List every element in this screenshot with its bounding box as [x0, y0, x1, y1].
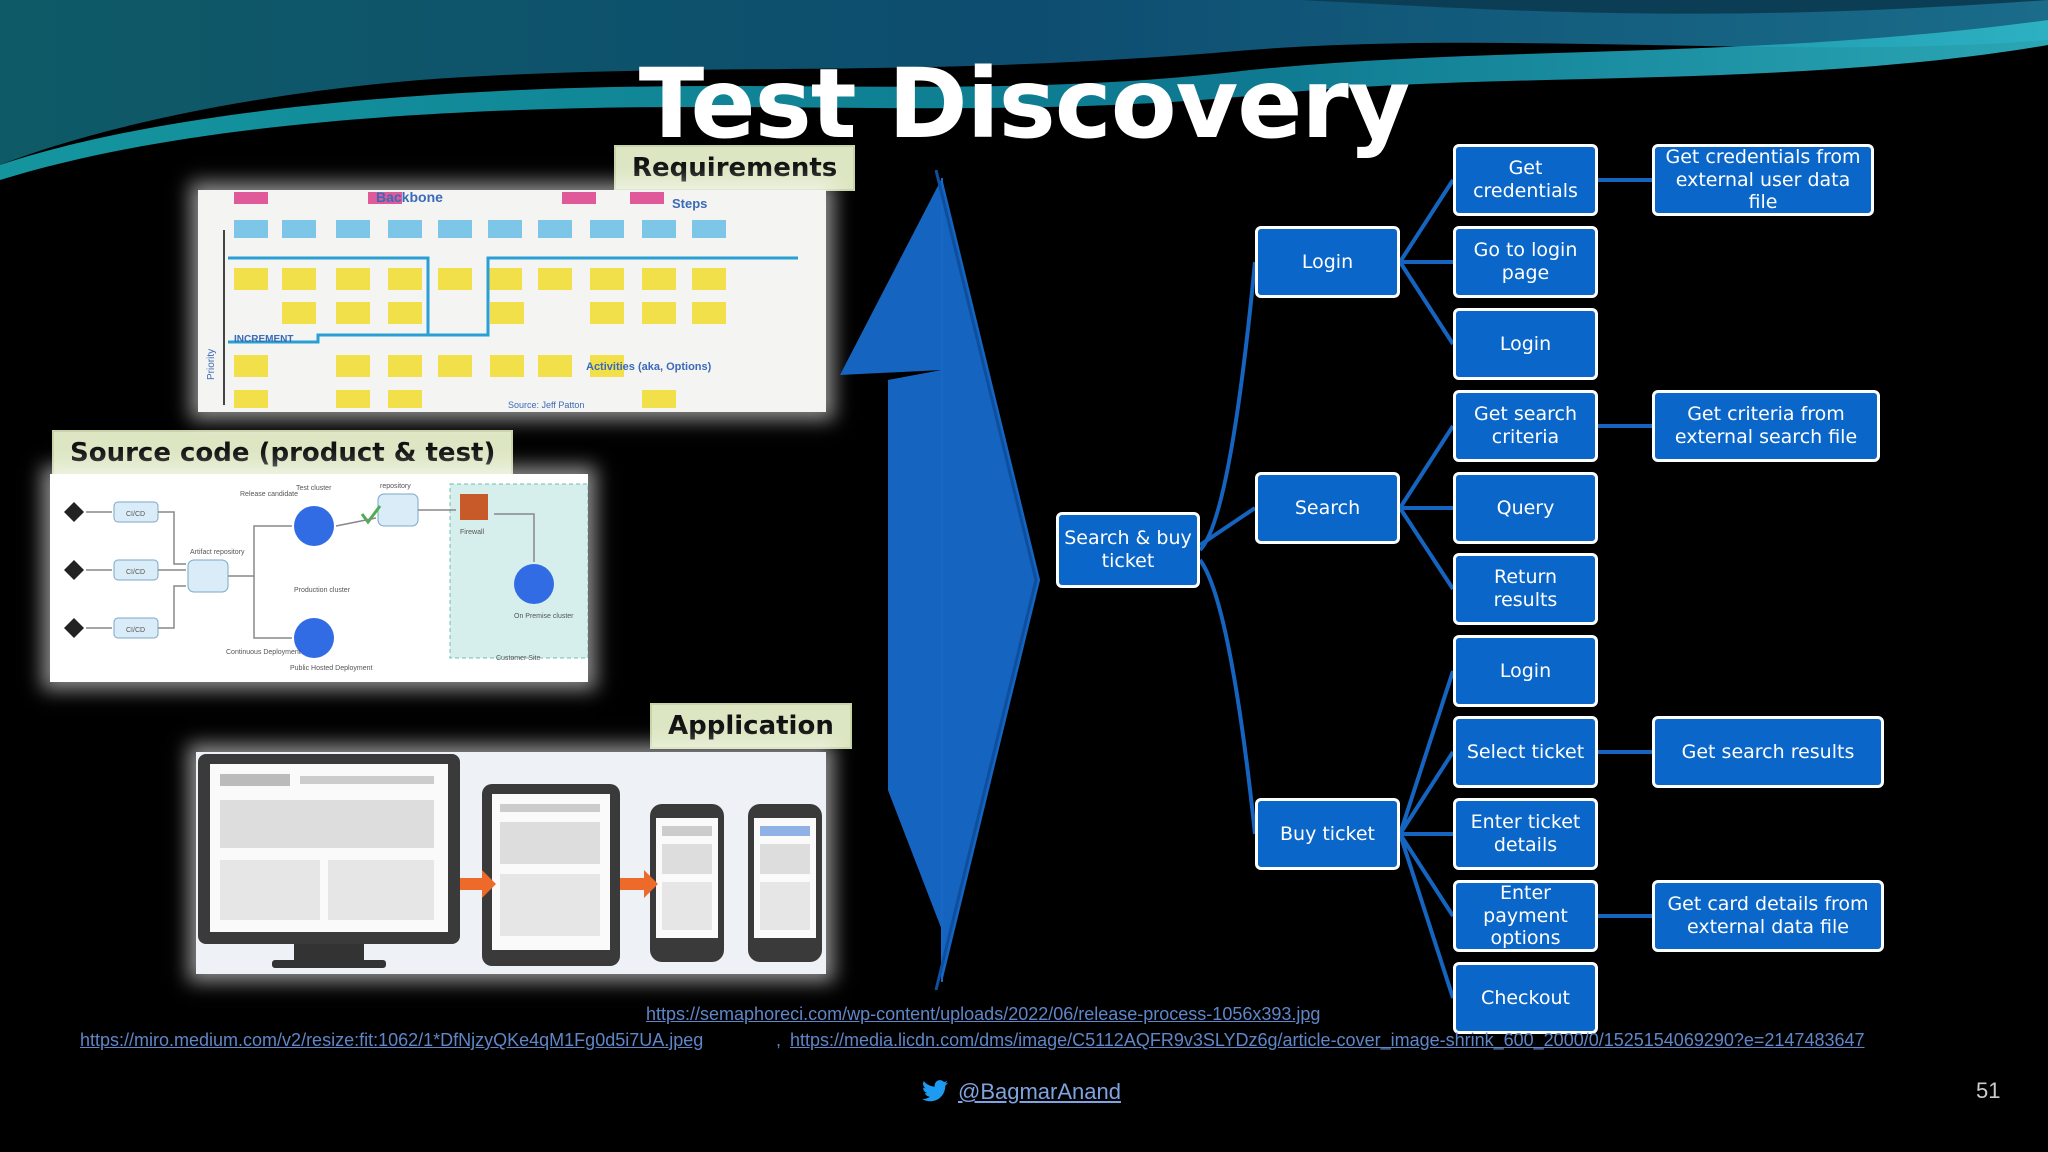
tree-node-query: Query: [1453, 472, 1598, 544]
source-link-miro[interactable]: https://miro.medium.com/v2/resize:fit:10…: [80, 1030, 704, 1050]
release-process-image: CI/CD CI/CD CI/CD Release candidate Arti…: [50, 474, 588, 682]
tree-node-login-action: Login: [1453, 308, 1598, 380]
tree-node-go-to-login-page: Go to login page: [1453, 226, 1598, 298]
source-link-licdn[interactable]: https://media.licdn.com/dms/image/C5112A…: [790, 1030, 1865, 1050]
release-candidate-text: Release candidate: [240, 491, 298, 498]
steps-text: Steps: [672, 196, 707, 211]
test-cluster-text: Test cluster: [296, 485, 332, 492]
source-link-semaphoreci[interactable]: https://semaphoreci.com/wp-content/uploa…: [646, 1004, 1321, 1024]
cicd-text-2: CI/CD: [126, 569, 145, 576]
tree-node-enter-payment-options: Enter payment options: [1453, 880, 1598, 952]
cicd-text-3: CI/CD: [126, 627, 145, 634]
requirements-story-map-image: Backbone Steps INCREMENT Activities (aka…: [198, 190, 826, 412]
tree-node-get-credentials: Get credentials: [1453, 144, 1598, 216]
link-separator: ,: [776, 1030, 782, 1050]
slide-page-number: 51: [1976, 1078, 2001, 1103]
big-right-arrow: [840, 170, 1040, 990]
tree-node-enter-ticket-details: Enter ticket details: [1453, 798, 1598, 870]
responsive-application-image: [196, 752, 826, 974]
tree-node-return-results: Return results: [1453, 553, 1598, 625]
tree-leaf-credentials-file: Get credentials from external user data …: [1652, 144, 1874, 216]
slide-title: Test Discovery: [638, 48, 1411, 160]
artifact-repo-text: Artifact repository: [190, 549, 245, 556]
priority-text: Priority: [206, 349, 217, 380]
story-map-drawing: Backbone Steps INCREMENT Activities (aka…: [206, 190, 798, 410]
customer-site-text: Customer Site: [496, 655, 540, 662]
tree-node-get-search-criteria: Get search criteria: [1453, 390, 1598, 462]
tree-node-buy-ticket: Buy ticket: [1255, 798, 1400, 870]
story-source-text: Source: Jeff Patton: [508, 400, 584, 410]
tree-node-search: Search: [1255, 472, 1400, 544]
repository-text: repository: [380, 483, 411, 490]
tree-leaf-criteria-file: Get criteria from external search file: [1652, 390, 1880, 462]
devices-drawing: [198, 754, 822, 968]
continuous-deployment-text: Continuous Deployment: [226, 649, 301, 656]
tree-node-checkout: Checkout: [1453, 962, 1598, 1034]
release-process-drawing: CI/CD CI/CD CI/CD Release candidate Arti…: [64, 483, 588, 672]
application-label: Application: [650, 703, 852, 749]
twitter-bird-icon: [922, 1080, 948, 1102]
firewall-text: Firewall: [460, 529, 485, 536]
header-wave-decoration: [0, 0, 2048, 180]
increment-text: INCREMENT: [234, 334, 293, 345]
tree-leaf-card-details-file: Get card details from external data file: [1652, 880, 1884, 952]
backbone-text: Backbone: [376, 190, 443, 205]
tree-node-buy-login: Login: [1453, 635, 1598, 707]
tree-root-search-buy-ticket: Search & buy ticket: [1056, 512, 1200, 588]
cicd-text-1: CI/CD: [126, 511, 145, 518]
tree-leaf-search-results: Get search results: [1652, 716, 1884, 788]
twitter-handle-link[interactable]: @BagmarAnand: [958, 1079, 1121, 1104]
public-hosted-text: Public Hosted Deployment: [290, 665, 373, 672]
requirements-label: Requirements: [614, 145, 856, 191]
production-cluster-text: Production cluster: [294, 587, 351, 594]
on-premise-text: On Premise cluster: [514, 613, 574, 620]
source-code-label: Source code (product & test): [52, 430, 514, 476]
activities-text: Activities (aka, Options): [586, 361, 712, 373]
tree-node-login: Login: [1255, 226, 1400, 298]
tree-node-select-ticket: Select ticket: [1453, 716, 1598, 788]
